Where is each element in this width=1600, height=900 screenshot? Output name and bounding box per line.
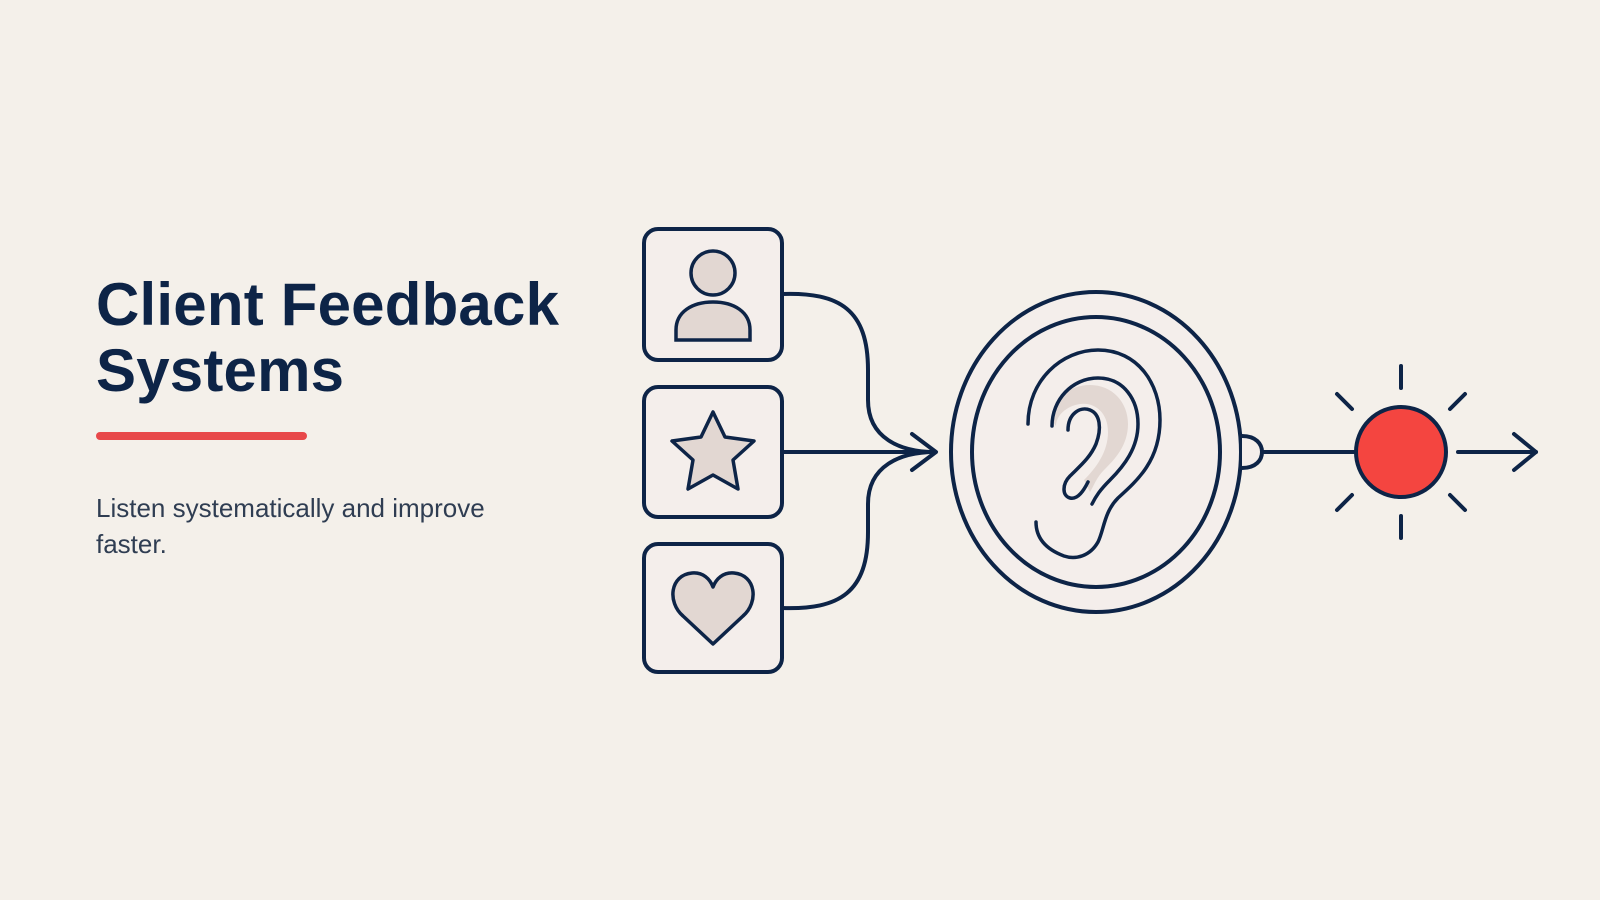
output-arrowhead <box>1512 432 1538 472</box>
connector-top <box>780 291 937 454</box>
connector-bottom <box>780 450 937 611</box>
input-tile-person <box>642 227 784 362</box>
sun-icon <box>1335 364 1467 540</box>
listening-hub <box>949 290 1265 614</box>
heart-icon <box>671 571 755 646</box>
slide-subtitle: Listen systematically and improve faster… <box>96 493 485 559</box>
hub-connector-knob <box>1241 434 1265 470</box>
person-icon <box>674 249 752 342</box>
input-tile-heart <box>642 542 784 674</box>
accent-underline <box>96 432 307 440</box>
merge-arrowhead <box>910 432 938 472</box>
title-line-2: Systems <box>96 337 345 404</box>
input-tile-star <box>642 385 784 519</box>
title-line-1: Client Feedback <box>96 271 560 338</box>
ear-icon <box>1026 348 1162 560</box>
slide-title: Client Feedback Systems <box>96 272 559 404</box>
star-icon <box>670 410 756 491</box>
